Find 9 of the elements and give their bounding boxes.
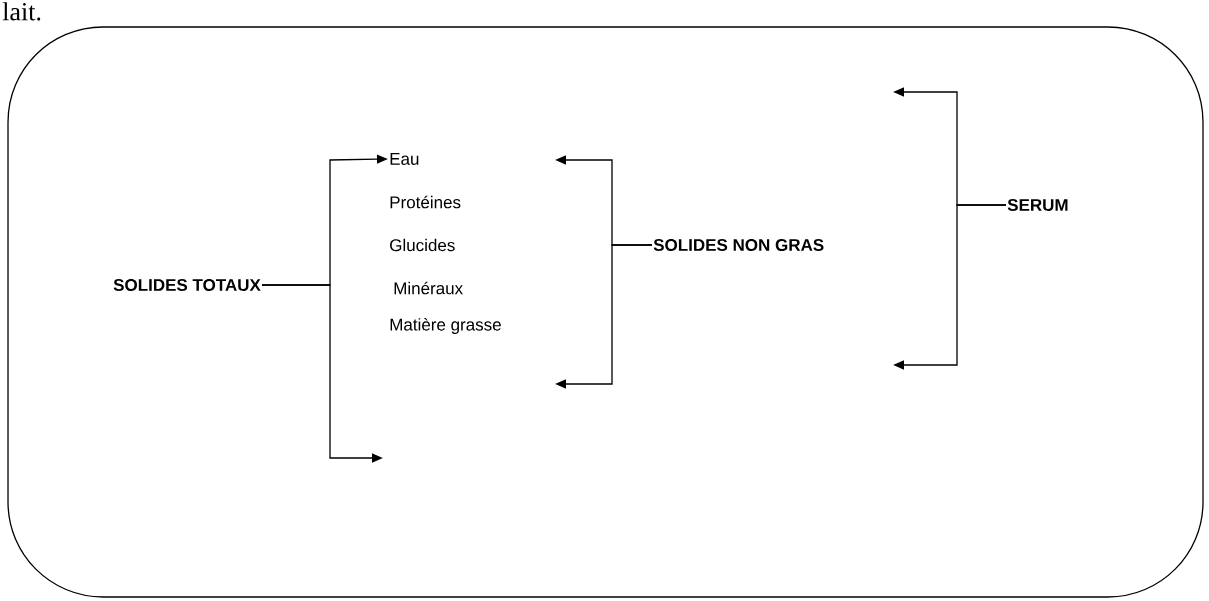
component-label: Protéines [390, 195, 461, 209]
caption-text: lait. [2, 2, 41, 21]
component-label: Eau [390, 153, 419, 165]
group-label: SOLIDES TOTAUX [113, 278, 261, 291]
group-label: SERUM [1007, 198, 1068, 211]
component-label: Matière grasse [390, 317, 501, 334]
component-label: Minéraux [394, 281, 463, 295]
group-label: SOLIDES NON GRAS [653, 238, 824, 251]
component-label: Glucides [390, 238, 455, 252]
